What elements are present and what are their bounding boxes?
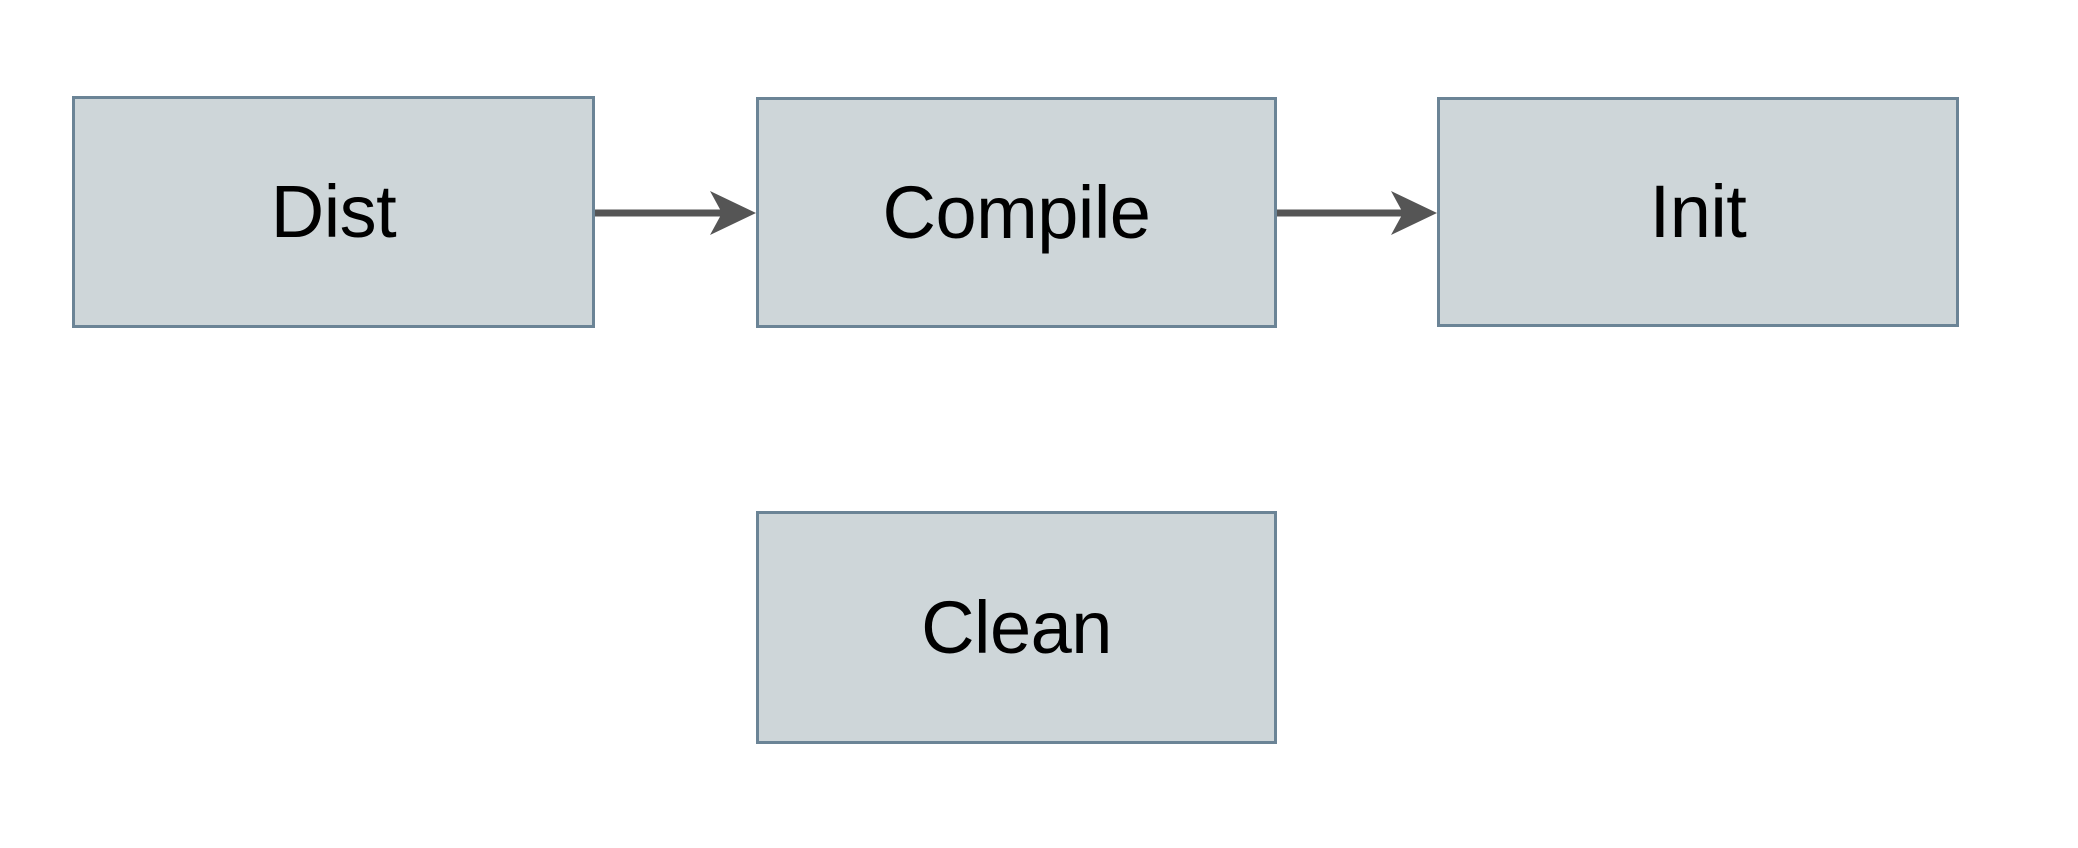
edge-dist-to-compile[interactable]	[595, 187, 756, 239]
node-compile-label: Compile	[882, 170, 1151, 254]
node-init-label: Init	[1649, 170, 1747, 253]
node-clean[interactable]: Clean	[756, 511, 1277, 744]
node-dist[interactable]: Dist	[72, 96, 595, 328]
node-compile[interactable]: Compile	[756, 97, 1277, 328]
node-init[interactable]: Init	[1437, 97, 1959, 327]
edge-compile-to-init[interactable]	[1277, 187, 1437, 239]
node-dist-label: Dist	[270, 170, 397, 253]
node-clean-label: Clean	[921, 585, 1112, 669]
